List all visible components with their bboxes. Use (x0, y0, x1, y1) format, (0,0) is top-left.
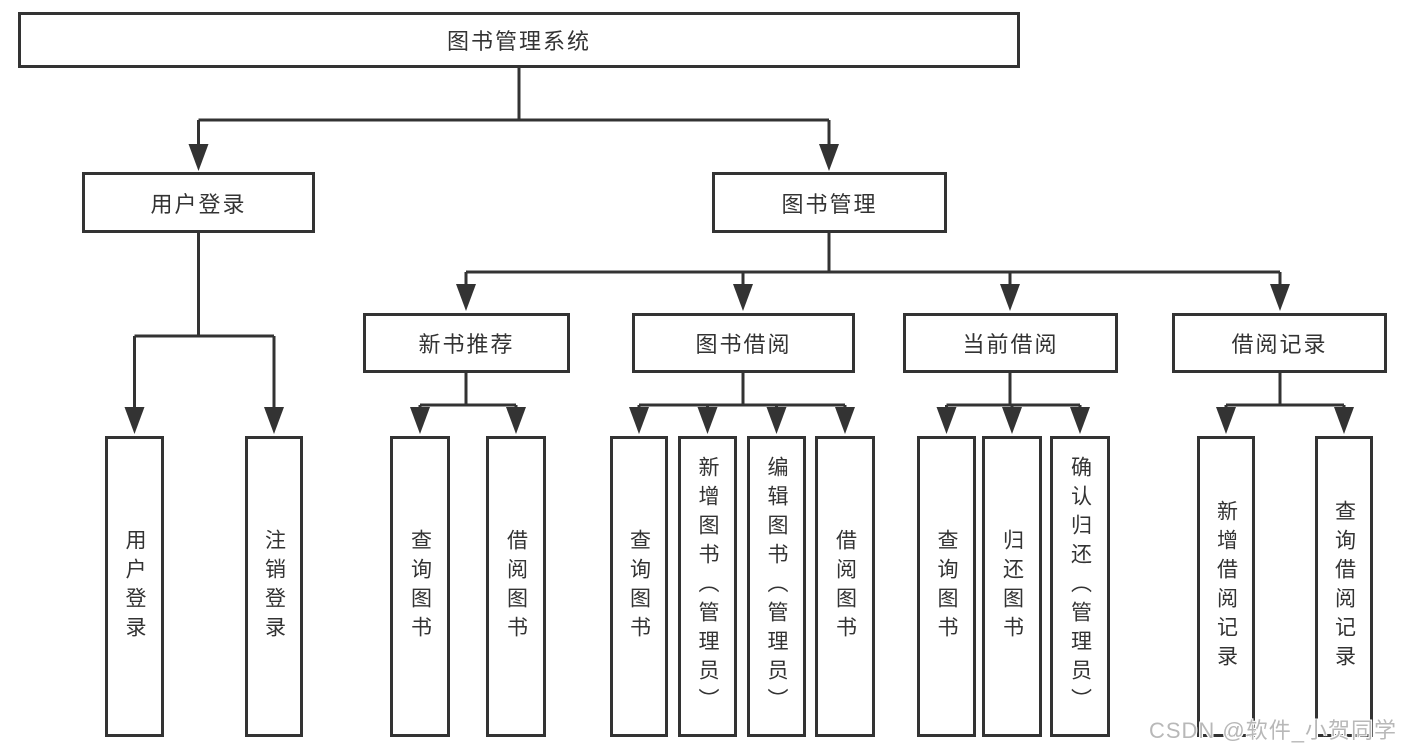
leaf-logout: 注销登录 (245, 436, 303, 737)
node-label: 当前借阅 (962, 332, 1059, 357)
node-label: 借阅图书 (504, 528, 528, 645)
connector-book-management-branch (456, 233, 1290, 311)
node-label: 用户登录 (123, 528, 146, 645)
node-label: 新增借阅记录 (1214, 499, 1238, 674)
connector-new-book-branch (410, 373, 526, 434)
leaf-confirm-return-admin: 确认归还（管理员） (1050, 436, 1110, 737)
node-borrowing-records: 借阅记录 (1172, 313, 1387, 373)
connector-root-branch (188, 68, 839, 171)
leaf-query-books-3: 查询图书 (917, 436, 976, 737)
node-library-management-system: 图书管理系统 (18, 12, 1020, 68)
node-new-book-recommendation: 新书推荐 (363, 313, 570, 373)
node-label: 借阅图书 (833, 528, 857, 645)
leaf-add-book-admin: 新增图书（管理员） (678, 436, 737, 737)
leaf-add-borrow-record: 新增借阅记录 (1197, 436, 1255, 737)
connector-user-login-branch (124, 233, 284, 434)
node-book-borrowing: 图书借阅 (632, 313, 855, 373)
leaf-edit-book-admin: 编辑图书（管理员） (747, 436, 806, 737)
node-label: 归还图书 (1000, 528, 1024, 645)
leaf-query-borrow-record: 查询借阅记录 (1315, 436, 1373, 737)
connector-current-borrow-branch (936, 373, 1090, 434)
node-label: 查询图书 (408, 528, 432, 645)
node-label: 查询借阅记录 (1332, 499, 1356, 674)
leaf-query-books-1: 查询图书 (390, 436, 450, 737)
node-label: 新书推荐 (418, 332, 515, 357)
node-current-borrowing: 当前借阅 (903, 313, 1118, 373)
node-user-login: 用户登录 (82, 172, 315, 233)
connector-borrow-records-branch (1216, 373, 1354, 434)
node-label: 编辑图书（管理员） (765, 456, 788, 717)
node-label: 确认归还（管理员） (1068, 456, 1092, 717)
node-label: 新增图书（管理员） (696, 456, 719, 717)
connector-book-borrow-branch (629, 373, 855, 434)
node-label: 图书管理系统 (446, 29, 591, 54)
node-label: 借阅记录 (1231, 332, 1328, 357)
leaf-borrow-books-1: 借阅图书 (486, 436, 546, 737)
node-label: 查询图书 (627, 528, 651, 645)
leaf-borrow-books-2: 借阅图书 (815, 436, 875, 737)
leaf-query-books-2: 查询图书 (610, 436, 668, 737)
leaf-user-login: 用户登录 (105, 436, 164, 737)
node-label: 图书管理 (781, 191, 878, 217)
node-label: 查询图书 (935, 528, 958, 645)
node-label: 图书借阅 (695, 332, 792, 357)
node-book-management: 图书管理 (712, 172, 947, 233)
leaf-return-books: 归还图书 (982, 436, 1042, 737)
node-label: 注销登录 (262, 528, 286, 645)
node-label: 用户登录 (150, 191, 247, 217)
csdn-watermark: CSDN @软件_小贺同学 (1148, 718, 1397, 743)
